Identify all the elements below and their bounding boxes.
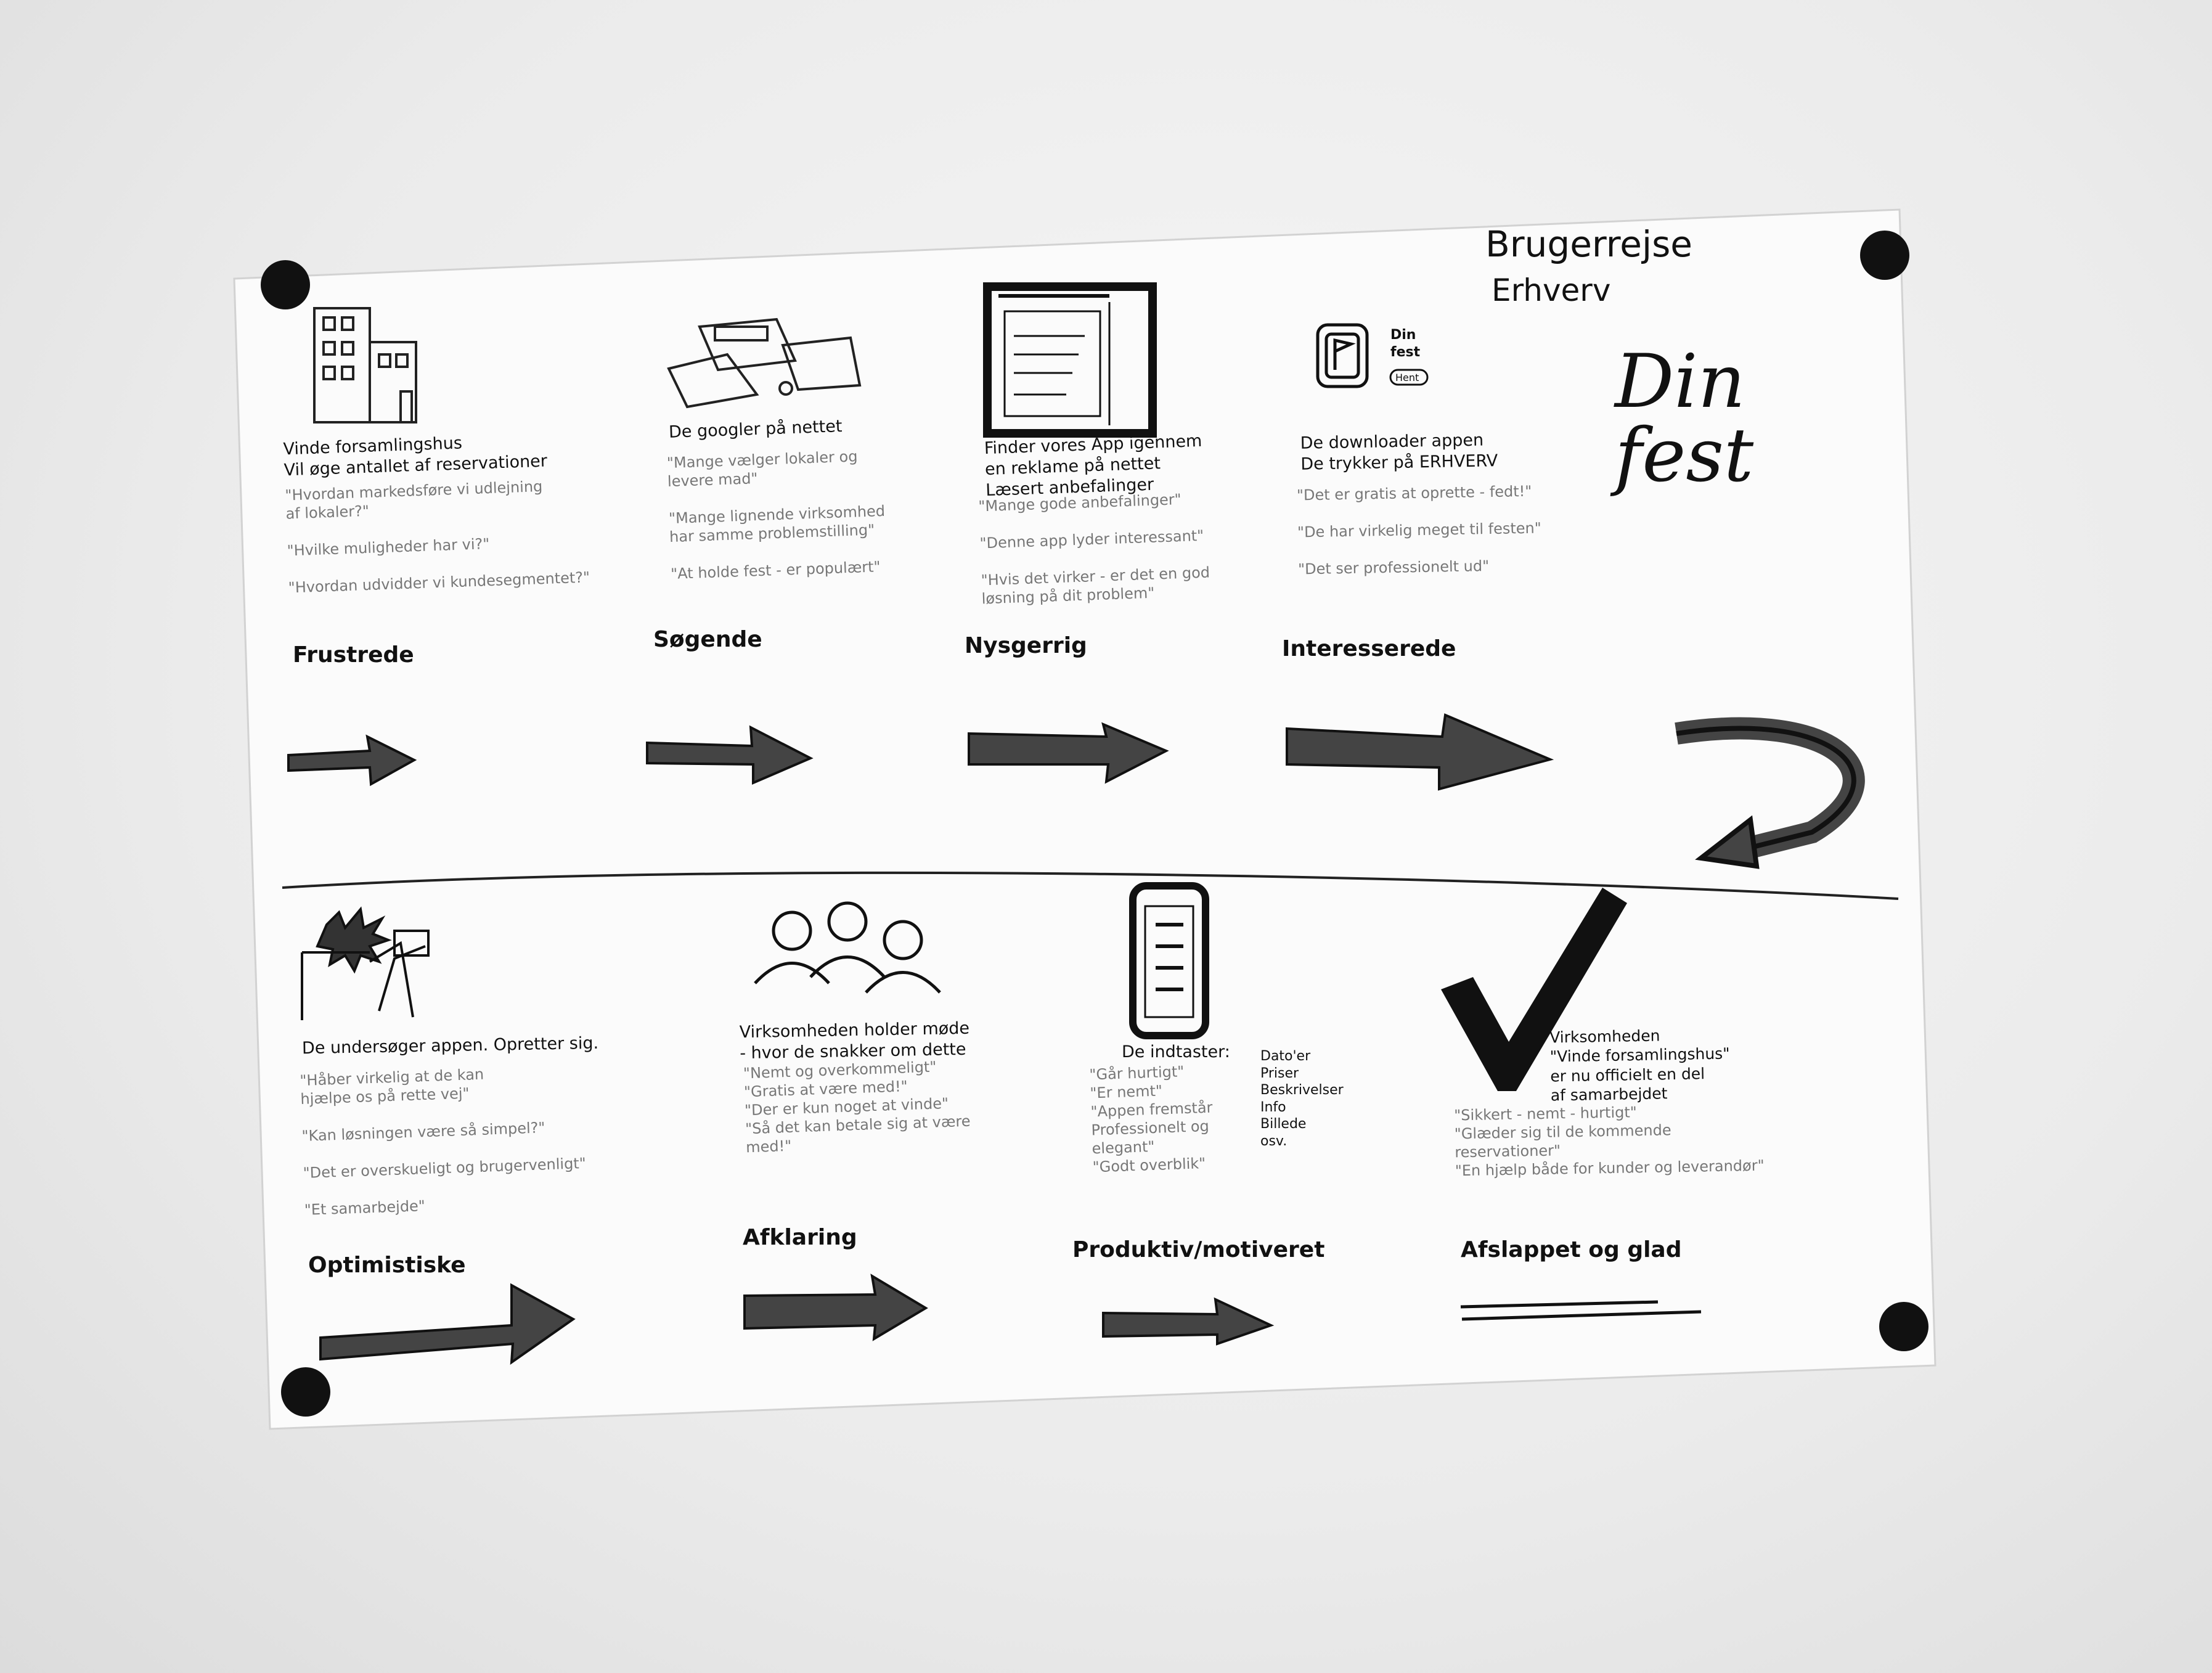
stage-7: Produktiv/motiveret [1072, 1237, 1325, 1262]
stage-6: Afklaring [743, 1225, 857, 1250]
stage-5: Optimistiske [308, 1253, 466, 1278]
quotes-4: "Det er gratis at oprette - fedt!" "De h… [1296, 482, 1541, 578]
tablet-app-icon [983, 282, 1157, 438]
arrow-clarification [743, 1274, 928, 1341]
poster-title: Brugerrejse [1485, 223, 1692, 265]
app-icon-button: Hent [1395, 372, 1419, 383]
arrow-productive [1102, 1297, 1275, 1346]
caption-8: Virksomheden "Vinde forsamlingshus" er n… [1549, 1026, 1730, 1105]
magnet-bottom-left [281, 1367, 330, 1417]
arrow-optimistic [319, 1283, 576, 1365]
caption-4: De downloader appen De trykker på ERHVER… [1300, 430, 1498, 474]
people-icon [754, 901, 941, 994]
stage-2: Søgende [653, 627, 762, 652]
google-search-icon [667, 317, 862, 409]
poster-subtitle: Erhverv [1492, 272, 1611, 308]
entered-fields-list: Dato'er Priser Beskrivelser Info Billede… [1260, 1049, 1344, 1149]
quotes-1: "Hvordan markedsføre vi udlejning af lok… [285, 478, 590, 597]
quotes-5: "Håber virkelig at de kan hjælpe os på r… [299, 1065, 587, 1219]
checkmark-icon [1441, 888, 1627, 1091]
app-icon-label: Din fest [1390, 327, 1421, 360]
magnet-bottom-right [1879, 1302, 1928, 1351]
stage-1: Frustrede [293, 642, 414, 668]
quotes-6: "Nemt og overkommeligt" "Gratis at være … [743, 1058, 971, 1156]
magnet-top-right [1860, 231, 1909, 280]
caption-7: De indtaster: [1122, 1042, 1230, 1061]
curved-arrow [1675, 717, 1865, 869]
quotes-3: "Mange gode anbefalinger" "Denne app lyd… [978, 491, 1210, 608]
quotes-8: "Sikkert - nemt - hurtigt" "Glæder sig t… [1454, 1103, 1765, 1180]
underline-1 [1460, 1300, 1659, 1309]
stage-8: Afslappet og glad [1461, 1237, 1682, 1262]
phone-app-icon [1129, 882, 1209, 1039]
app-store-icon [1316, 323, 1429, 388]
building-icon [313, 307, 417, 423]
stage-3: Nysgerrig [965, 633, 1087, 658]
quotes-7: "Går hurtigt" "Er nemt" "Appen fremstår … [1088, 1063, 1213, 1176]
arrow-frustrated [287, 734, 417, 787]
divider-line [282, 871, 1899, 900]
handshake-icon [301, 906, 430, 1020]
magnet-top-left [261, 260, 310, 309]
quotes-2: "Mange vælger lokaler og levere mad" "Ma… [666, 448, 886, 583]
stage-4: Interesserede [1282, 636, 1456, 661]
underline-2 [1461, 1310, 1702, 1321]
arrow-interested [1286, 713, 1554, 791]
arrow-curious [968, 722, 1169, 784]
poster-paper [233, 208, 1937, 1430]
arrow-searching [646, 725, 814, 785]
brand-logo: Din fest [1615, 339, 1754, 499]
